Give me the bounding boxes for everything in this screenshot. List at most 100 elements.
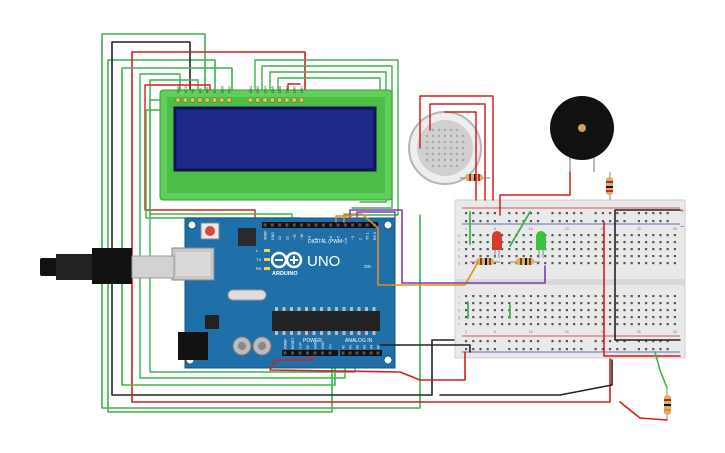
breadboard-hole[interactable] bbox=[565, 348, 568, 351]
breadboard-hole[interactable] bbox=[551, 316, 554, 319]
header-pin[interactable] bbox=[321, 351, 324, 355]
breadboard-hole[interactable] bbox=[565, 262, 568, 265]
breadboard-hole[interactable] bbox=[472, 323, 475, 326]
breadboard-hole[interactable] bbox=[486, 220, 489, 223]
breadboard-hole[interactable] bbox=[558, 262, 561, 265]
lcd-pin[interactable] bbox=[197, 97, 203, 103]
breadboard-hole[interactable] bbox=[645, 295, 648, 298]
breadboard-hole[interactable] bbox=[479, 220, 482, 223]
breadboard-hole[interactable] bbox=[673, 234, 676, 237]
breadboard-hole[interactable] bbox=[652, 295, 655, 298]
breadboard-hole[interactable] bbox=[666, 302, 669, 305]
breadboard-hole[interactable] bbox=[551, 248, 554, 251]
breadboard-hole[interactable] bbox=[565, 340, 568, 343]
breadboard-hole[interactable] bbox=[637, 302, 640, 305]
breadboard-hole[interactable] bbox=[465, 302, 468, 305]
breadboard-hole[interactable] bbox=[630, 262, 633, 265]
breadboard-hole[interactable] bbox=[515, 302, 518, 305]
breadboard-hole[interactable] bbox=[573, 295, 576, 298]
breadboard-hole[interactable] bbox=[558, 348, 561, 351]
breadboard-hole[interactable] bbox=[601, 348, 604, 351]
breadboard-hole[interactable] bbox=[551, 212, 554, 215]
lcd-pin[interactable] bbox=[175, 97, 181, 103]
lcd-pin[interactable] bbox=[182, 97, 188, 103]
breadboard-hole[interactable] bbox=[623, 302, 626, 305]
breadboard-hole[interactable] bbox=[522, 340, 525, 343]
breadboard-hole[interactable] bbox=[529, 340, 532, 343]
breadboard-hole[interactable] bbox=[558, 255, 561, 258]
breadboard-hole[interactable] bbox=[465, 220, 468, 223]
breadboard-hole[interactable] bbox=[666, 248, 669, 251]
breadboard-hole[interactable] bbox=[587, 234, 590, 237]
breadboard-hole[interactable] bbox=[529, 241, 532, 244]
breadboard-hole[interactable] bbox=[558, 340, 561, 343]
breadboard-hole[interactable] bbox=[580, 316, 583, 319]
breadboard-hole[interactable] bbox=[601, 323, 604, 326]
breadboard-hole[interactable] bbox=[652, 234, 655, 237]
breadboard-hole[interactable] bbox=[479, 309, 482, 312]
breadboard-hole[interactable] bbox=[558, 323, 561, 326]
breadboard-hole[interactable] bbox=[630, 255, 633, 258]
breadboard-hole[interactable] bbox=[537, 316, 540, 319]
breadboard-hole[interactable] bbox=[508, 255, 511, 258]
breadboard-hole[interactable] bbox=[558, 248, 561, 251]
breadboard-hole[interactable] bbox=[508, 234, 511, 237]
breadboard-hole[interactable] bbox=[529, 348, 532, 351]
breadboard-hole[interactable] bbox=[508, 323, 511, 326]
breadboard-hole[interactable] bbox=[666, 241, 669, 244]
breadboard-hole[interactable] bbox=[659, 234, 662, 237]
breadboard-hole[interactable] bbox=[551, 234, 554, 237]
breadboard-hole[interactable] bbox=[465, 348, 468, 351]
breadboard-hole[interactable] bbox=[609, 234, 612, 237]
breadboard-hole[interactable] bbox=[609, 340, 612, 343]
breadboard-hole[interactable] bbox=[565, 309, 568, 312]
breadboard-hole[interactable] bbox=[508, 212, 511, 215]
breadboard-hole[interactable] bbox=[623, 323, 626, 326]
breadboard-hole[interactable] bbox=[465, 316, 468, 319]
breadboard-hole[interactable] bbox=[486, 348, 489, 351]
breadboard-hole[interactable] bbox=[522, 241, 525, 244]
breadboard-hole[interactable] bbox=[529, 248, 532, 251]
breadboard-hole[interactable] bbox=[472, 340, 475, 343]
breadboard-hole[interactable] bbox=[616, 323, 619, 326]
breadboard-hole[interactable] bbox=[623, 262, 626, 265]
breadboard-hole[interactable] bbox=[652, 323, 655, 326]
header-pin[interactable] bbox=[328, 351, 332, 355]
breadboard-hole[interactable] bbox=[565, 255, 568, 258]
breadboard-hole[interactable] bbox=[486, 323, 489, 326]
breadboard-hole[interactable] bbox=[673, 302, 676, 305]
breadboard-hole[interactable] bbox=[601, 262, 604, 265]
lcd-pin[interactable] bbox=[255, 97, 261, 103]
breadboard-hole[interactable] bbox=[580, 295, 583, 298]
breadboard-hole[interactable] bbox=[465, 295, 468, 298]
header-pin[interactable] bbox=[270, 223, 274, 227]
breadboard-hole[interactable] bbox=[529, 212, 532, 215]
breadboard-hole[interactable] bbox=[537, 302, 540, 305]
breadboard-hole[interactable] bbox=[479, 234, 482, 237]
breadboard-hole[interactable] bbox=[558, 241, 561, 244]
breadboard-hole[interactable] bbox=[666, 348, 669, 351]
breadboard-hole[interactable] bbox=[501, 255, 504, 258]
breadboard-hole[interactable] bbox=[601, 302, 604, 305]
breadboard-hole[interactable] bbox=[645, 234, 648, 237]
breadboard-hole[interactable] bbox=[573, 255, 576, 258]
breadboard-hole[interactable] bbox=[472, 262, 475, 265]
breadboard-hole[interactable] bbox=[637, 220, 640, 223]
breadboard-hole[interactable] bbox=[515, 309, 518, 312]
breadboard-hole[interactable] bbox=[479, 316, 482, 319]
breadboard-hole[interactable] bbox=[594, 302, 597, 305]
breadboard-hole[interactable] bbox=[673, 295, 676, 298]
breadboard-hole[interactable] bbox=[594, 262, 597, 265]
breadboard-hole[interactable] bbox=[616, 302, 619, 305]
breadboard-hole[interactable] bbox=[493, 212, 496, 215]
breadboard-hole[interactable] bbox=[565, 234, 568, 237]
breadboard-hole[interactable] bbox=[645, 262, 648, 265]
breadboard-hole[interactable] bbox=[558, 295, 561, 298]
breadboard-hole[interactable] bbox=[659, 248, 662, 251]
breadboard-hole[interactable] bbox=[508, 340, 511, 343]
breadboard-hole[interactable] bbox=[580, 309, 583, 312]
breadboard-hole[interactable] bbox=[616, 348, 619, 351]
header-pin[interactable] bbox=[263, 223, 267, 227]
breadboard-hole[interactable] bbox=[637, 316, 640, 319]
breadboard-hole[interactable] bbox=[594, 220, 597, 223]
